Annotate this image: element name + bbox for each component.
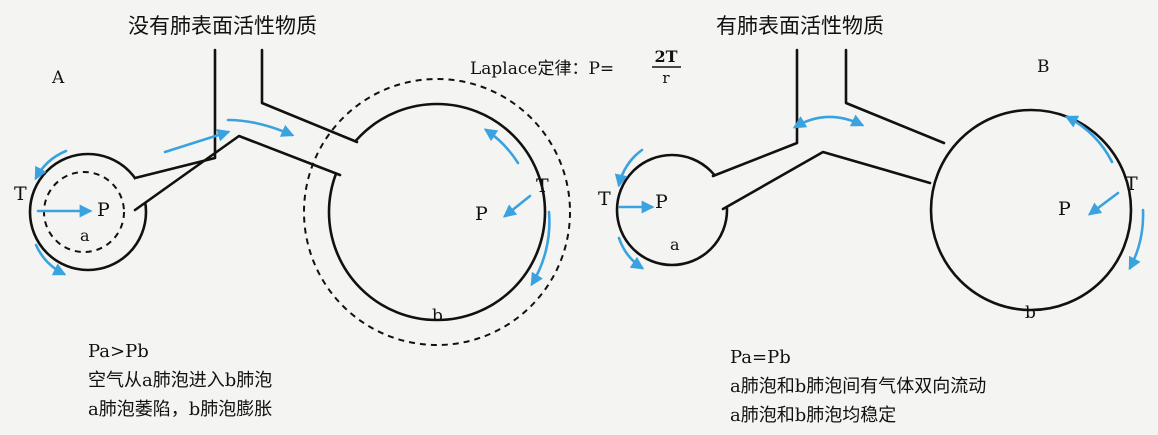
airway-wall-lower [133,134,342,212]
alveolus-b-outline [929,108,1133,312]
alveolus-b-expand-dashed [303,78,571,346]
airway-wall-upper-right [260,48,359,144]
pressure-label-b: P [475,203,488,225]
tension-arrow-a-upper [614,148,644,188]
tension-arrow-a-lower [617,236,645,270]
bidirectional-airflow-arrow [792,114,865,129]
panel-a: 没有肺表面活性物质 A T P a T P b Pa>Pb 空气从a肺泡进入b肺… [14,14,571,420]
panel-a-title: 没有肺表面活性物质 [128,14,317,38]
airway-wall-upper-left [711,48,799,178]
airway-wall-upper-right [844,48,946,145]
tension-arrow-b-lower [1128,208,1145,271]
caption-b-line2: a肺泡和b肺泡间有气体双向流动 [730,376,986,397]
laplace-numerator: 2T [654,47,677,66]
pressure-arrow-b [1087,191,1120,216]
pressure-label-a: P [97,199,110,221]
airflow-arrow-1 [163,128,231,154]
pressure-label-b: P [1058,198,1071,220]
alveolus-a-outline [615,153,729,267]
airway-wall-lower [721,150,932,211]
tension-arrow-b-upper [1064,115,1114,164]
airflow-arrow-2 [226,118,295,137]
panel-b-label: B [1037,57,1050,77]
caption-b-line1: Pa=Pb [730,347,791,368]
pressure-label-a: P [655,191,668,213]
airway-wall-upper-left [133,48,217,180]
tension-arrow-b-upper [483,128,520,165]
caption-a-line1: Pa>Pb [88,341,149,362]
panel-b-title: 有肺表面活性物质 [716,14,884,38]
tension-arrow-b-lower [530,210,551,287]
caption-a-line2: 空气从a肺泡进入b肺泡 [88,370,272,391]
alveolus-a-label: a [670,235,680,254]
caption-b-line3: a肺泡和b肺泡均稳定 [730,405,896,426]
laplace-prefix: Laplace定律：P= [470,59,614,79]
laplace-denominator: r [662,69,670,87]
pressure-arrow-b [502,194,532,218]
alveolus-a-label: a [80,226,90,245]
alveolus-b-outline [327,102,547,322]
tension-label-a: T [598,188,611,210]
panel-b: 有肺表面活性物质 B T P a T P b Pa=Pb a肺泡和b肺泡间有气体… [598,14,1145,426]
tension-label-b: T [536,175,549,197]
tension-label-b: T [1125,173,1138,195]
panel-a-label: A [51,68,65,88]
alveolus-b-label: b [1025,303,1036,323]
tension-arrow-a-lower [34,243,67,276]
tension-arrow-a-upper [34,149,68,181]
caption-a-line3: a肺泡萎陷，b肺泡膨胀 [88,399,272,420]
laplace-formula: Laplace定律：P= 2T r [470,47,681,87]
alveolus-b-label: b [432,306,443,326]
tension-label-a: T [14,183,27,205]
